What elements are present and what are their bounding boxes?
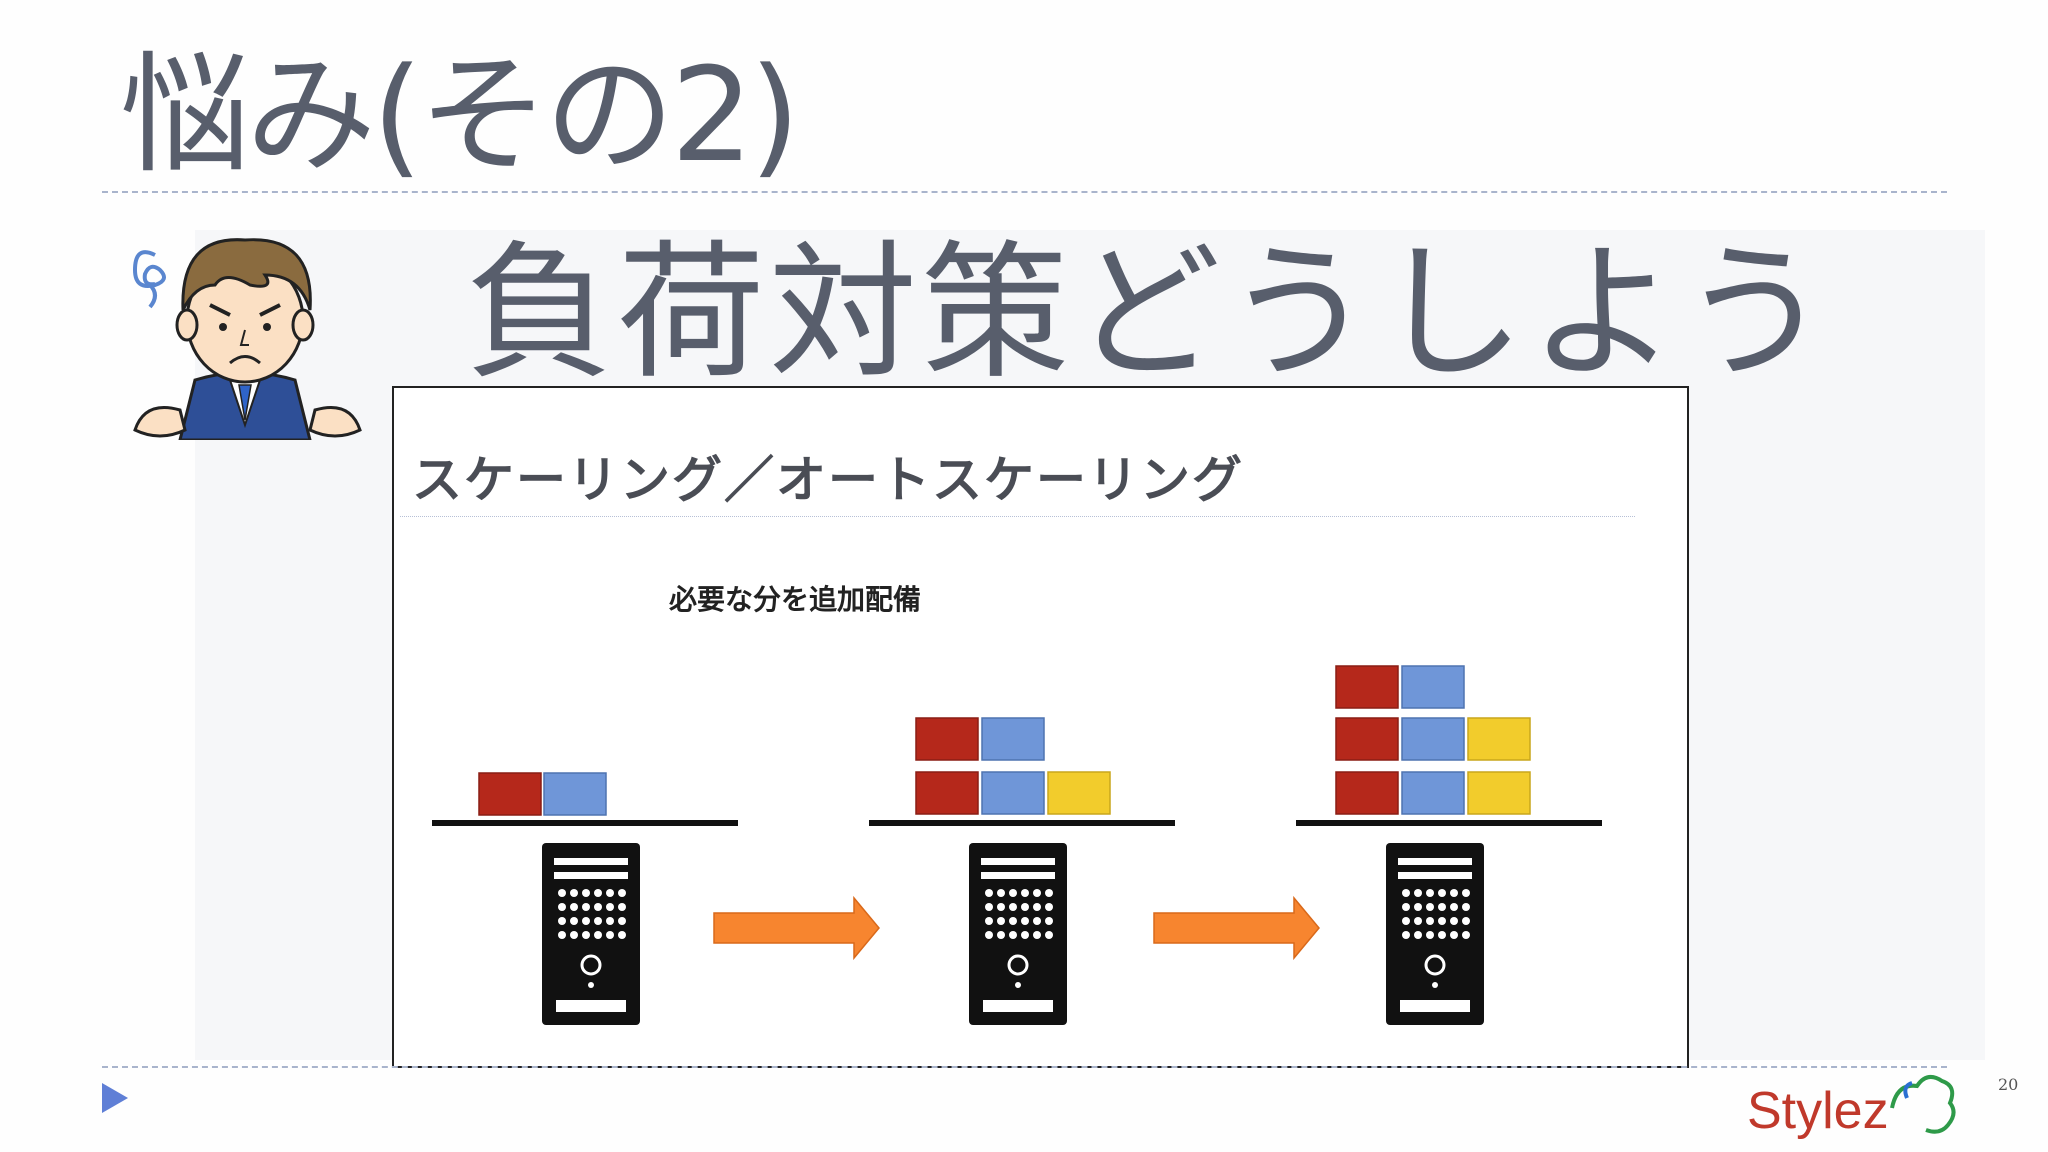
block-blue <box>543 772 607 816</box>
worried-businessman-icon <box>132 238 362 440</box>
shelf <box>1296 820 1602 826</box>
stage-1 <box>432 772 738 1025</box>
page-number: 20 <box>1998 1075 2019 1094</box>
block-blue <box>981 771 1045 815</box>
embedded-slide-title: スケーリング／オートスケーリング <box>412 451 1244 509</box>
title-divider <box>102 191 1947 193</box>
right-arrow-icon <box>713 895 880 961</box>
logo-text: Stylez <box>1747 1082 1889 1140</box>
shelf <box>869 820 1175 826</box>
scaling-diagram <box>432 665 1602 1025</box>
block-blue <box>1401 717 1465 761</box>
block-red <box>1335 665 1399 709</box>
page-title: 悩み(その2) <box>120 39 800 191</box>
stylez-cloud-logo: Stylez <box>1747 1075 1956 1140</box>
block-red <box>1335 717 1399 761</box>
block-blue <box>1401 665 1465 709</box>
play-triangle-icon[interactable] <box>102 1083 128 1113</box>
headline: 負荷対策どうしよう <box>465 227 1833 399</box>
stage-3 <box>1296 665 1602 1025</box>
embedded-slide-divider <box>400 516 1635 517</box>
block-yellow <box>1467 717 1531 761</box>
block-blue <box>981 717 1045 761</box>
block-red <box>478 772 542 816</box>
block-red <box>915 771 979 815</box>
server-tower-icon <box>969 843 1067 1025</box>
server-tower-icon <box>1386 843 1484 1025</box>
footer-divider <box>102 1066 1947 1068</box>
block-yellow <box>1467 771 1531 815</box>
stage-2 <box>869 717 1175 1025</box>
server-tower-icon <box>542 843 640 1025</box>
block-yellow <box>1047 771 1111 815</box>
embedded-slide-caption: 必要な分を追加配備 <box>669 583 922 616</box>
block-blue <box>1401 771 1465 815</box>
embedded-slide-image: スケーリング／オートスケーリング 必要な分を追加配備 <box>392 386 1689 1068</box>
shelf <box>432 820 738 826</box>
right-arrow-icon <box>1153 895 1320 961</box>
block-red <box>915 717 979 761</box>
block-red <box>1335 771 1399 815</box>
